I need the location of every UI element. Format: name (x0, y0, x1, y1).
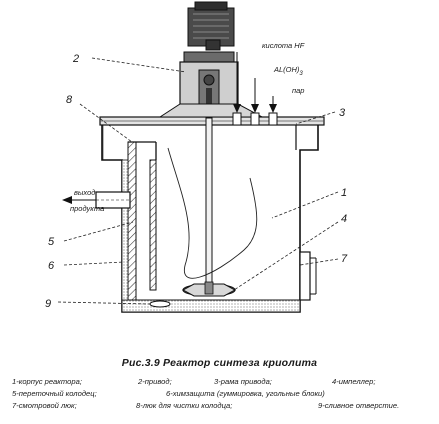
outlet-label-line1: выход (74, 188, 95, 197)
input-label-acid: кислота HF (262, 41, 305, 50)
legend-item-4: 4-импеллер; (332, 377, 376, 386)
callout-1: 1 (341, 187, 347, 199)
transfer-well (127, 141, 157, 301)
legend-item-5: 5-переточный колодец; (12, 389, 97, 398)
product-outlet (62, 191, 131, 209)
impeller-shaft (181, 117, 237, 297)
legend-item-2: 2-привод; (138, 377, 172, 386)
sight-hatch (299, 251, 317, 301)
callout-5: 5 (48, 236, 55, 248)
outlet-label-line2: продукта (70, 204, 104, 213)
legend-item-3: 3-рама привода; (214, 377, 272, 386)
callout-9: 9 (45, 298, 51, 310)
callout-4: 4 (341, 213, 347, 225)
legend-item-7: 7-смотровой люк; (12, 401, 77, 410)
caption-title: Рис.3.9 Реактор синтеза криолита (121, 357, 318, 369)
aluminium-hydroxide-subscript: 3 (299, 71, 303, 77)
leader-lines (57, 57, 339, 305)
reactor-diagram: 2 8 3 1 4 5 6 7 9 кислота HF AL(OH)3 пар… (45, 1, 348, 313)
callout-8: 8 (66, 94, 73, 106)
aluminium-hydroxide-formula: AL(OH) (273, 65, 300, 74)
callout-2: 2 (72, 53, 79, 65)
legend-item-9: 9-сливное отверстие. (318, 401, 400, 410)
legend-item-8: 8-люк для чистки колодца; (136, 401, 233, 410)
input-label-aluminium-hydroxide: AL(OH)3 (273, 65, 303, 77)
liquid-level-line (167, 147, 258, 279)
callout-6: 6 (48, 260, 55, 272)
input-label-steam: пар (292, 86, 304, 95)
callout-7: 7 (341, 253, 348, 265)
legend-item-6: 6-химзащита (гуммировка, угольные блоки) (166, 389, 325, 398)
inlet-nozzles (232, 52, 278, 126)
callout-3: 3 (339, 107, 346, 119)
drive-motor (187, 1, 235, 51)
legend-item-1: 1-корпус реактора; (12, 377, 82, 386)
figure-caption: Рис.3.9 Реактор синтеза криолита 1-корпу… (0, 355, 439, 424)
drain-hole (149, 300, 171, 308)
